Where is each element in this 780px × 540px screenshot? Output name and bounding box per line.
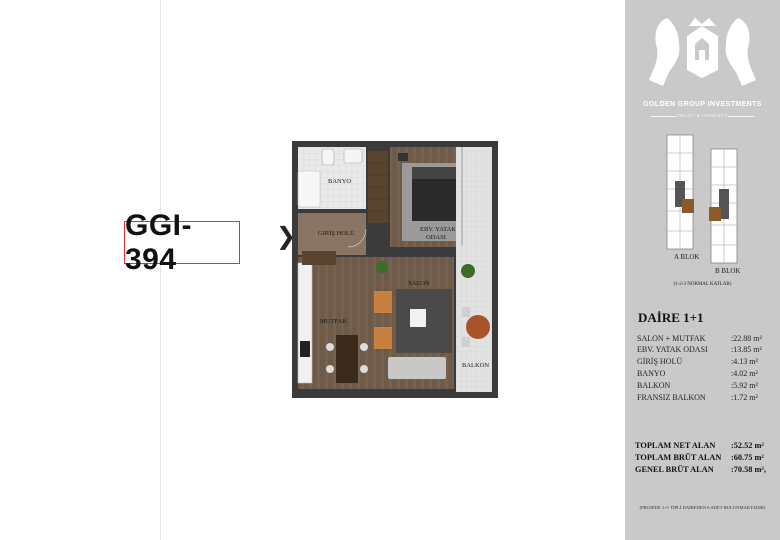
stove: [300, 341, 310, 357]
balcony-table: [466, 315, 490, 339]
area-value: :22.88 m²: [731, 334, 762, 343]
total-name: TOPLAM NET ALAN: [635, 441, 716, 450]
lion-crest-logo: [649, 18, 756, 86]
area-row: BALKON :5.92 m²: [637, 381, 777, 392]
total-value: :70.58 m²,: [731, 465, 766, 474]
left-margin: [0, 0, 160, 540]
armchair: [374, 327, 392, 349]
total-row: TOPLAM BRÜT ALAN :60.75 m²: [635, 453, 777, 464]
sofa: [388, 357, 446, 379]
floor-plan: BANYO EBV. YATAK ODASI GİRİŞ HOLÜ SALON …: [292, 141, 498, 398]
shoe-cabinet: [302, 251, 336, 265]
area-name: EBV. YATAK ODASI: [637, 345, 708, 354]
door-swing: [347, 228, 367, 248]
total-row: GENEL BRÜT ALAN :70.58 m²,: [635, 465, 777, 476]
area-row: BANYO :4.02 m²: [637, 369, 777, 380]
bed-pillows: [412, 167, 460, 179]
room-label-mutfak: MUTFAK: [320, 318, 347, 325]
total-value: :60.75 m²: [731, 453, 764, 462]
area-name: BANYO: [637, 369, 666, 378]
dining-chair: [360, 365, 368, 373]
area-value: :4.13 m²: [731, 357, 758, 366]
area-name: GİRİŞ HOLÜ: [637, 357, 683, 366]
area-row: SALON + MUTFAK :22.88 m²: [637, 334, 777, 345]
coffee-table: [410, 309, 426, 327]
block-b-label: B BLOK: [715, 267, 741, 275]
plant: [376, 261, 388, 273]
area-value: :5.92 m²: [731, 381, 758, 390]
unit-title: DAİRE 1+1: [638, 310, 704, 325]
dining-chair: [326, 343, 334, 351]
info-panel: GOLDEN GROUP INVESTMENTS TRUST & HONESTY…: [625, 0, 780, 540]
room-label-giris: GİRİŞ HOLÜ: [318, 230, 355, 237]
tagline-line-left: [651, 116, 677, 117]
balcony-chair: [462, 307, 470, 317]
block-b-diagram: [709, 148, 738, 264]
area-row: EBV. YATAK ODASI :13.85 m²: [637, 345, 777, 356]
dining-table: [336, 335, 358, 383]
area-value: :13.85 m²: [731, 345, 762, 354]
room-label-yatak-2: ODASI: [426, 234, 446, 241]
area-value: :1.72 m²: [731, 393, 758, 402]
tagline-line-right: [728, 116, 754, 117]
room-label-banyo: BANYO: [328, 178, 351, 185]
balcony-plant: [461, 264, 475, 278]
area-row: FRANSIZ BALKON :1.72 m²: [637, 393, 777, 404]
room-label-balkon: BALKON: [462, 362, 489, 369]
dining-chair: [326, 365, 334, 373]
area-row: GİRİŞ HOLÜ :4.13 m²: [637, 357, 777, 368]
total-name: TOPLAM BRÜT ALAN: [635, 453, 722, 462]
sink: [343, 148, 363, 164]
balcony-chair: [462, 337, 470, 347]
brand-tagline: TRUST & HONESTY: [676, 113, 729, 118]
room-label-yatak: EBV. YATAK: [420, 226, 456, 233]
area-name: BALKON: [637, 381, 671, 390]
nightstand-left: [398, 153, 408, 161]
total-name: GENEL BRÜT ALAN: [635, 465, 714, 474]
kitchen-counter: [297, 262, 313, 384]
total-row: TOPLAM NET ALAN :52.52 m²: [635, 441, 777, 452]
block-a-diagram: [666, 134, 694, 250]
floors-note: (1-2-3 NORMAL KATLAR): [673, 282, 732, 287]
unit-count-footnote: (PROJEDE 1+1 TİPLİ DAİREDEN 6 ADET BULUN…: [639, 505, 766, 510]
total-value: :52.52 m²: [731, 441, 764, 450]
listing-code-text: GGI-394: [125, 208, 192, 276]
area-name: SALON + MUTFAK: [637, 334, 706, 343]
listing-code-label: GGI-394: [124, 209, 240, 276]
entrance-hall-floor: [298, 213, 366, 255]
toilet: [321, 148, 335, 166]
dining-chair: [360, 343, 368, 351]
block-a-label: A BLOK: [674, 253, 700, 261]
chevron-right-icon: ❯: [276, 222, 297, 250]
room-label-salon: SALON: [408, 280, 430, 287]
armchair: [374, 291, 392, 313]
bathtub: [297, 170, 321, 208]
brand-name: GOLDEN GROUP INVESTMENTS: [643, 101, 762, 108]
area-value: :4.02 m²: [731, 369, 758, 378]
area-name: FRANSIZ BALKON: [637, 393, 706, 402]
